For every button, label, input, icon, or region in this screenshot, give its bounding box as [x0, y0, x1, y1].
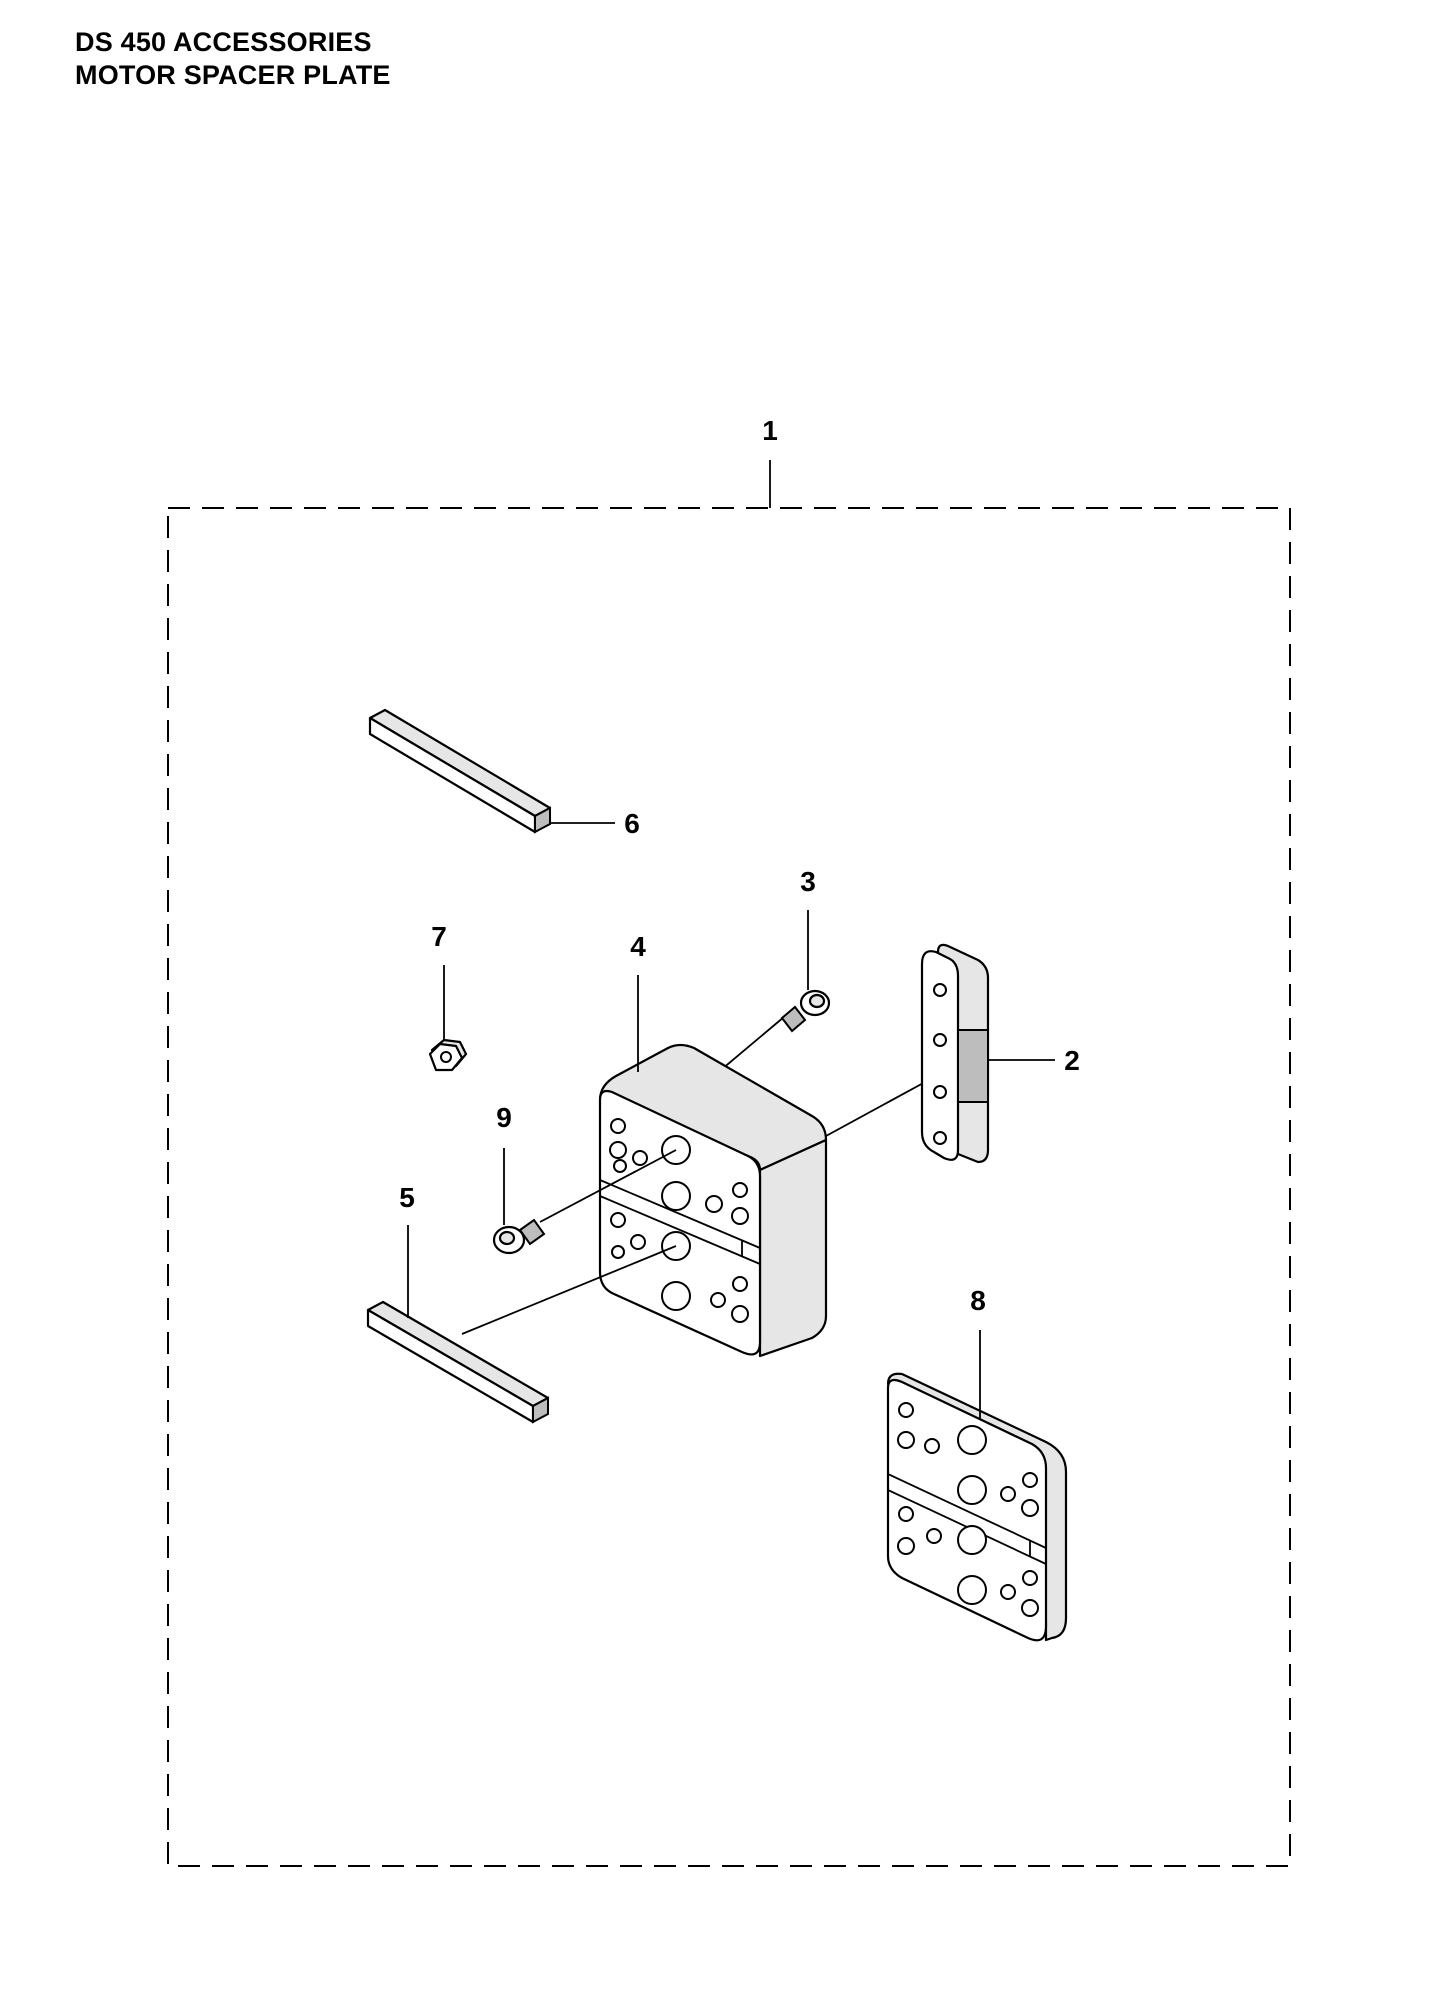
- callout-2: 2: [1064, 1045, 1080, 1076]
- callout-4: 4: [630, 931, 646, 962]
- callout-6: 6: [624, 808, 640, 839]
- callout-3: 3: [800, 866, 816, 897]
- callout-5: 5: [399, 1182, 415, 1213]
- kit-boundary: [167, 507, 1291, 1867]
- part-7-hex-nut: [428, 1038, 468, 1072]
- callout-9: 9: [496, 1102, 512, 1133]
- part-3-socket-screw: [702, 989, 831, 1086]
- part-9-socket-screw: [492, 1149, 677, 1255]
- callout-7: 7: [431, 921, 447, 952]
- part-6-key: [368, 708, 552, 834]
- diagram-title: DS 450 ACCESSORIES MOTOR SPACER PLATE: [75, 26, 391, 92]
- title-line-2: MOTOR SPACER PLATE: [75, 60, 391, 90]
- part-8-spacer-plate: [886, 1372, 1068, 1642]
- part-2-side-plate: [825, 943, 990, 1164]
- part-5-key: [366, 1245, 677, 1424]
- title-line-1: DS 450 ACCESSORIES: [75, 27, 372, 57]
- callout-8: 8: [970, 1285, 986, 1316]
- part-4-spacer-block: [598, 1043, 828, 1358]
- callout-1: 1: [762, 415, 778, 446]
